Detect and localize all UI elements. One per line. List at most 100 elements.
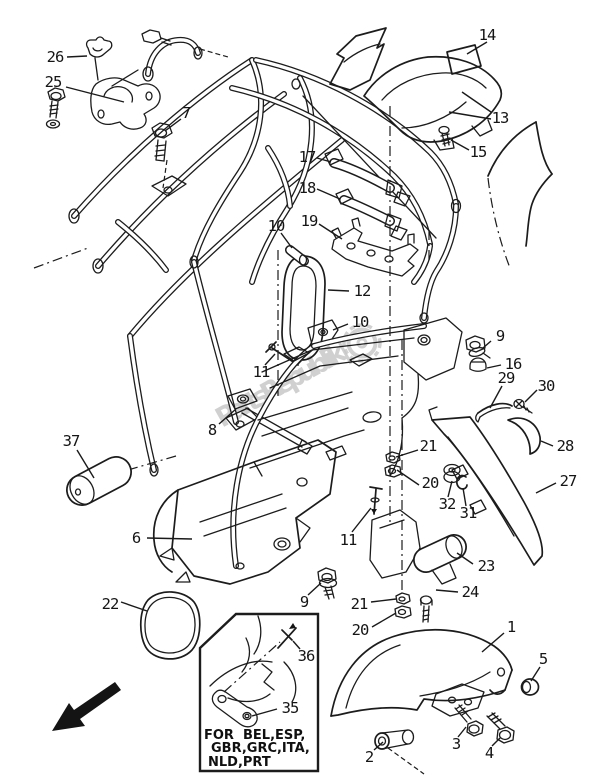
bracket-35-art bbox=[211, 689, 258, 728]
grab-handle-art bbox=[111, 29, 229, 87]
leader-line bbox=[292, 640, 301, 650]
leader-line bbox=[435, 589, 459, 593]
leader-line bbox=[164, 118, 182, 132]
trim-29-art bbox=[475, 402, 513, 423]
leader-line bbox=[316, 157, 332, 163]
nut-20-upper-art bbox=[384, 464, 402, 478]
cover-22-art bbox=[139, 591, 201, 660]
leader-line bbox=[448, 111, 492, 120]
screw-36-art bbox=[277, 623, 297, 649]
battery-box-art bbox=[233, 317, 463, 566]
part-number-label: 4 bbox=[484, 744, 494, 762]
pin-11-lower-art bbox=[369, 486, 383, 515]
leader-line bbox=[481, 632, 505, 653]
leader-line bbox=[466, 41, 488, 55]
leader-line bbox=[395, 449, 419, 458]
bolt-7-art bbox=[151, 122, 173, 189]
bolt-4-art bbox=[486, 712, 515, 744]
leader-line bbox=[491, 737, 501, 747]
bracket-19-art bbox=[331, 217, 419, 277]
leader-line bbox=[218, 408, 237, 425]
leader-line bbox=[461, 91, 492, 113]
part-number-label: 9 bbox=[299, 593, 309, 611]
part-number-label: 10 bbox=[267, 217, 286, 235]
seat-cowl-13-art bbox=[363, 55, 503, 151]
part-number-label: 18 bbox=[298, 179, 317, 197]
bolt-3-art bbox=[454, 704, 484, 737]
leader-line bbox=[327, 289, 350, 292]
leader-line bbox=[486, 364, 502, 369]
plate-8-art bbox=[227, 388, 313, 455]
part-number-label: 14 bbox=[478, 26, 497, 44]
leader-line bbox=[373, 741, 384, 751]
bracket-2-art bbox=[374, 729, 425, 775]
side-panel-art bbox=[487, 121, 553, 269]
leader-line bbox=[456, 552, 474, 565]
region-note: FOR BEL,ESP,GBR,GRC,ITA,NLD,PRT bbox=[204, 729, 316, 769]
part-number-label: 22 bbox=[101, 595, 120, 613]
part-number-label: 12 bbox=[353, 282, 372, 300]
leader-line bbox=[307, 582, 322, 596]
region-note-line: NLD,PRT bbox=[208, 754, 271, 770]
part-number-label: 11 bbox=[339, 531, 358, 549]
leader-line bbox=[76, 449, 95, 479]
leader-line bbox=[524, 389, 538, 403]
leader-line bbox=[482, 340, 492, 349]
part-number-label: 25 bbox=[44, 73, 63, 91]
part-number-label: 17 bbox=[298, 148, 317, 166]
part-number-label: 29 bbox=[497, 369, 516, 387]
screw-15-art bbox=[438, 125, 451, 147]
part-number-label: 27 bbox=[559, 472, 578, 490]
cylinder-23-art bbox=[369, 509, 467, 585]
leader-line bbox=[462, 487, 467, 507]
part-number-label: 24 bbox=[461, 583, 480, 601]
strap-18-art bbox=[335, 188, 408, 241]
centerlines bbox=[277, 106, 403, 590]
leader-line bbox=[457, 726, 467, 738]
plug-5-art bbox=[520, 678, 540, 696]
leader-line bbox=[540, 440, 554, 447]
trim-28-art bbox=[507, 417, 541, 455]
tool-roll-37-art bbox=[66, 456, 132, 506]
part-number-label: 15 bbox=[469, 143, 488, 161]
part-number-label: 2 bbox=[364, 748, 374, 766]
region-note-line: GBR,GRC,ITA, bbox=[211, 741, 310, 757]
leader-line bbox=[371, 612, 397, 628]
region-note-line: FOR BEL,ESP, bbox=[204, 728, 306, 743]
part-number-label: 1 bbox=[506, 618, 516, 636]
leader-line bbox=[66, 55, 88, 58]
part-number-label: 16 bbox=[504, 355, 523, 373]
nut-21-upper-art bbox=[385, 451, 401, 464]
front-fender-1-art bbox=[330, 629, 513, 717]
part-number-label: 37 bbox=[62, 432, 81, 450]
leader-line bbox=[251, 708, 278, 717]
clip-31-art bbox=[455, 474, 468, 490]
part-number-label: 23 bbox=[477, 557, 496, 575]
part-number-label: 35 bbox=[281, 699, 300, 717]
front-direction-arrow bbox=[52, 682, 121, 731]
bracket-6-art bbox=[152, 439, 337, 585]
part-number-label: 28 bbox=[556, 437, 575, 455]
leader-line bbox=[396, 469, 420, 486]
part-number-label: 11 bbox=[252, 363, 271, 381]
part-number-label: 6 bbox=[131, 529, 141, 547]
part-number-label: 7 bbox=[181, 104, 191, 122]
part-number-label: 26 bbox=[46, 48, 65, 66]
part-number-label: 21 bbox=[419, 437, 438, 455]
leader-lines bbox=[65, 41, 557, 751]
bolt-24-art bbox=[419, 595, 433, 623]
leader-line bbox=[535, 482, 557, 494]
part-number-label: 21 bbox=[350, 595, 369, 613]
leader-line bbox=[264, 353, 276, 366]
bracket-10-art bbox=[307, 319, 339, 346]
bolt-9-upper-art bbox=[465, 335, 491, 359]
leader-line bbox=[146, 537, 193, 540]
leader-line bbox=[530, 666, 541, 682]
clamp-bracket-art bbox=[45, 36, 161, 130]
bolt-9-lower-art bbox=[317, 567, 338, 600]
part-number-label: 36 bbox=[297, 647, 316, 665]
leader-line bbox=[489, 385, 503, 409]
leader-line bbox=[280, 232, 293, 249]
